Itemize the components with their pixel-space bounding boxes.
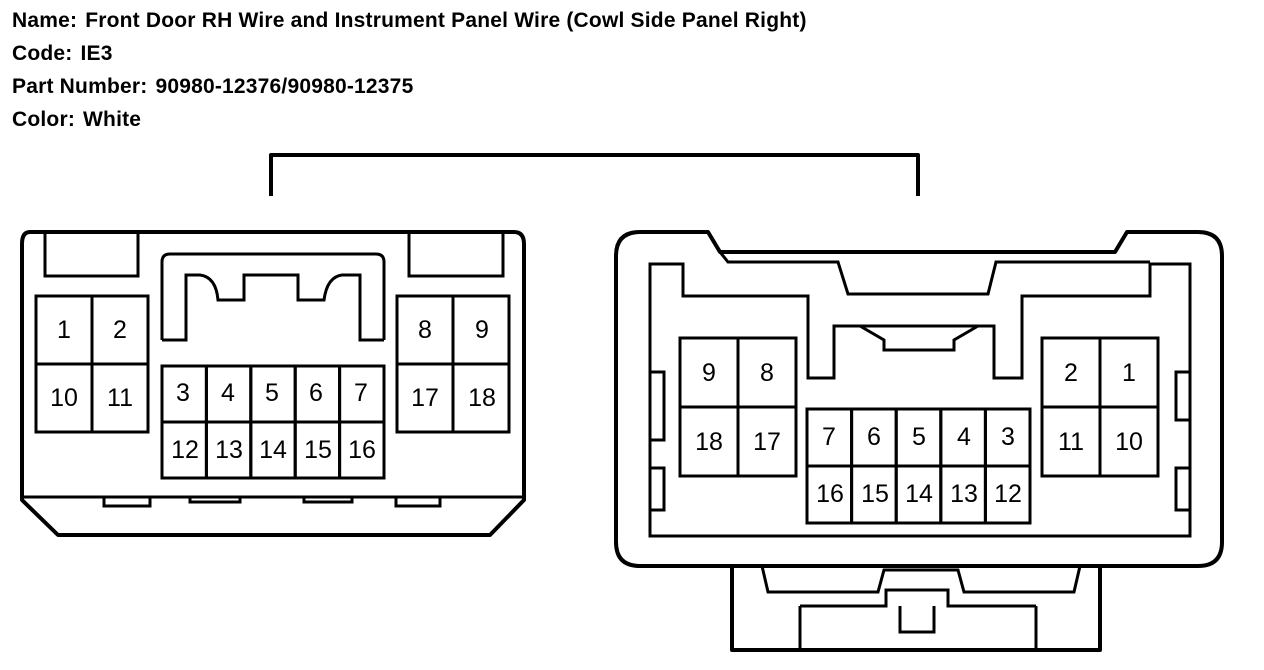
name-row: Name: Front Door RH Wire and Instrument P… [12,4,807,37]
left-connector-housing [20,230,526,537]
right-connector-housing [614,230,1224,568]
pin-label: 4 [957,423,971,451]
left-pin-labels: 1 2 10 11 3 4 5 6 7 12 13 14 15 16 8 9 1… [50,316,496,464]
pin-label: 7 [354,379,368,407]
pin-label: 2 [1064,359,1078,387]
pin-label: 13 [950,480,978,508]
pin-label: 1 [57,316,71,344]
pin-label: 13 [215,436,243,464]
pin-label: 16 [348,436,376,464]
pin-cell [736,405,798,478]
left-connector-bottom-edge [22,495,524,508]
color-value: White [83,108,142,131]
pin-label: 1 [1122,359,1136,387]
pin-label: 14 [905,480,933,508]
pin-label: 4 [221,379,235,407]
left-pin-grid [34,294,511,480]
pin-label: 6 [309,379,323,407]
pin-label: 18 [695,428,723,456]
pin-label: 12 [994,480,1022,508]
right-connector-latch [859,324,979,352]
pin-label: 11 [1058,428,1084,456]
pin-label: 2 [113,316,127,344]
right-connector-top-notch [718,251,1150,296]
pin-label: 15 [861,480,889,508]
pin-label: 6 [867,423,881,451]
left-connector-top-rail [43,234,505,278]
color-row: Color: White [12,103,807,136]
pin-label: 17 [411,384,439,412]
pin-label: 3 [1001,423,1015,451]
name-value: Front Door RH Wire and Instrument Panel … [85,9,807,32]
pin-label: 5 [912,423,926,451]
code-row: Code: IE3 [12,37,807,70]
part-number-value: 90980-12376/90980-12375 [155,75,414,98]
right-connector: 9 8 18 17 7 6 5 4 3 16 15 14 13 12 2 1 1… [614,230,1224,652]
pin-label: 7 [822,423,836,451]
pin-label: 3 [176,379,190,407]
pin-cell [1098,405,1160,478]
pairing-bracket [269,153,920,196]
pin-label: 16 [816,480,844,508]
pin-cell [338,420,386,480]
color-label: Color: [12,108,76,131]
pin-label: 18 [468,384,496,412]
pin-label: 10 [1115,428,1143,456]
connector-info: Name: Front Door RH Wire and Instrument P… [12,4,807,136]
pin-label: 9 [702,359,716,387]
name-label: Name: [12,9,78,32]
right-pin-labels: 9 8 18 17 7 6 5 4 3 16 15 14 13 12 2 1 1… [695,359,1143,508]
code-label: Code: [12,42,73,65]
right-connector-lock-housing [730,564,1102,652]
pin-cell [983,464,1032,525]
left-connector: 1 2 10 11 3 4 5 6 7 12 13 14 15 16 8 9 1… [20,230,526,537]
pin-label: 12 [171,436,199,464]
right-pin-grid [678,336,1160,525]
pin-label: 8 [760,359,774,387]
pin-label: 9 [475,316,489,344]
right-connector-lock [760,565,1082,650]
pin-label: 5 [265,379,279,407]
pin-label: 15 [304,436,332,464]
pin-label: 10 [50,384,78,412]
pin-label: 11 [107,384,133,412]
code-value: IE3 [80,42,113,65]
part-number-row: Part Number: 90980-12376/90980-12375 [12,70,807,103]
pin-cell [451,362,511,434]
pin-cell [90,362,150,434]
right-connector-side-tabs [650,370,1190,512]
pin-label: 14 [259,436,287,464]
right-connector-inner-wall [648,262,1192,538]
pin-label: 8 [418,316,432,344]
left-connector-latch [160,252,386,342]
pin-label: 17 [753,428,781,456]
part-number-label: Part Number: [12,75,148,98]
